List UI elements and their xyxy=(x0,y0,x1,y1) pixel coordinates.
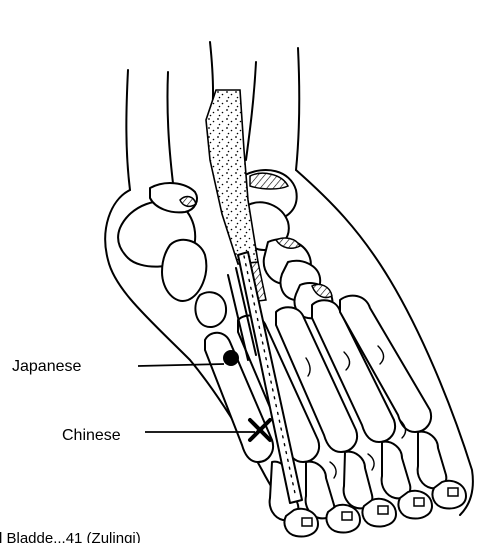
japanese-point-marker xyxy=(223,350,239,366)
japanese-label: Japanese xyxy=(12,358,81,375)
chinese-label: Chinese xyxy=(62,427,121,444)
figure-caption: l Bladde...41 (Zulinqi) xyxy=(0,530,141,543)
